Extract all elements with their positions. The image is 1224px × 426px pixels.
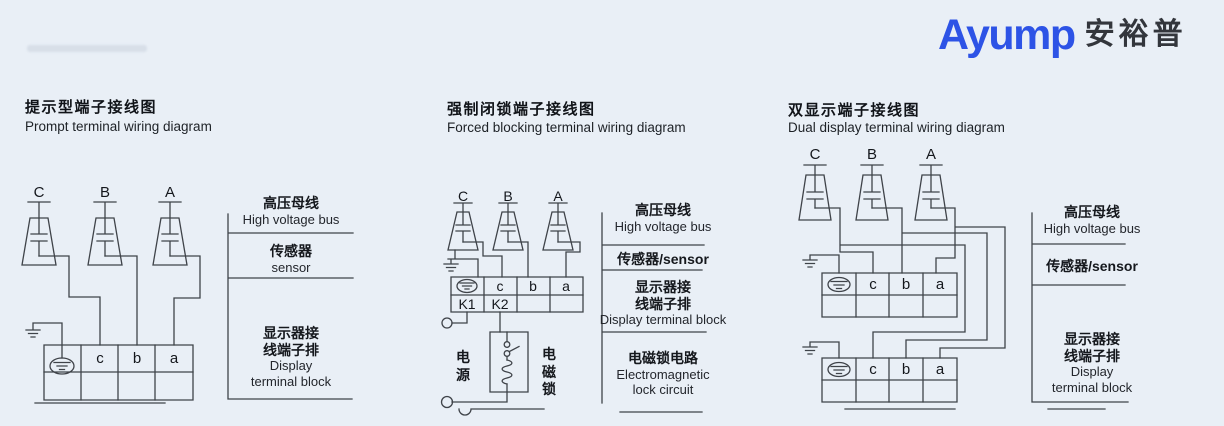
legend-line: High voltage bus bbox=[1043, 220, 1141, 236]
diagram2-lock-circuit bbox=[442, 312, 545, 415]
diagram1-earth-icon bbox=[26, 330, 40, 337]
terminal-label-a: a bbox=[562, 278, 570, 294]
diagram1-wires bbox=[33, 256, 200, 358]
section1-title-en: Prompt terminal wiring diagram bbox=[25, 119, 212, 134]
legend-line: 显示器接 bbox=[1064, 331, 1120, 347]
legend-bus: 高压母线 High voltage bus bbox=[1028, 204, 1156, 236]
legend-line: High voltage bus bbox=[614, 218, 712, 234]
legend-display-block: 显示器接 线端子排 Display terminal block bbox=[590, 279, 736, 328]
diagram2-sensors bbox=[448, 203, 573, 250]
terminal-label-a: a bbox=[935, 276, 945, 293]
diagram3-terminal-block-lower bbox=[822, 358, 957, 409]
legend-line: Display bbox=[269, 358, 313, 373]
legend-line: 传感器/sensor bbox=[617, 251, 709, 267]
legend-lock-circuit: 电磁锁电路 Electromagnetic lock circuit bbox=[590, 350, 736, 398]
diagram2-legend-rule bbox=[602, 213, 706, 412]
terminal-label-c: c bbox=[869, 361, 877, 378]
diagram2-terminal-block bbox=[451, 277, 583, 312]
diagram1-legend-rule bbox=[228, 214, 353, 399]
brand-logo: Ayump 安裕普 bbox=[938, 12, 1187, 58]
power-terminal-icon bbox=[442, 397, 453, 408]
legend-bus: 高压母线 High voltage bus bbox=[228, 195, 354, 227]
legend-line: 传感器 bbox=[270, 243, 312, 259]
diagram2-earth-icon bbox=[444, 264, 458, 271]
electromagnetic-lock-label: 电磁锁 bbox=[542, 346, 556, 397]
legend-line: 高压母线 bbox=[1064, 204, 1120, 220]
terminal-label-b: b bbox=[901, 361, 911, 378]
phase-label-c: C bbox=[809, 146, 821, 163]
terminal-label-k2: K2 bbox=[491, 296, 509, 312]
legend-line: 线端子排 bbox=[263, 341, 319, 358]
legend-line: 线端子排 bbox=[635, 295, 691, 312]
legend-line: 显示器接 bbox=[635, 279, 691, 295]
section2-title-cn: 强制闭锁端子接线图 bbox=[447, 101, 596, 118]
legend-line: High voltage bus bbox=[242, 211, 340, 227]
coil-icon bbox=[502, 360, 512, 384]
legend-line: terminal block bbox=[250, 373, 332, 389]
section1-title-cn: 提示型端子接线图 bbox=[25, 99, 158, 116]
terminal-label-a: a bbox=[935, 361, 945, 378]
legend-sensor: 传感器/sensor bbox=[590, 251, 736, 268]
terminal-label-c: c bbox=[869, 276, 877, 293]
terminal-label-k1: K1 bbox=[458, 296, 476, 312]
legend-line: 高压母线 bbox=[263, 195, 319, 211]
legend-line: 电磁锁电路 bbox=[628, 350, 698, 366]
legend-line: Electromagnetic bbox=[616, 366, 710, 382]
diagram1-terminal-block bbox=[35, 345, 193, 403]
diagram3-earth-icon bbox=[803, 260, 817, 354]
diagram1-sensors bbox=[22, 202, 187, 265]
legend-display-block: 显示器接 线端子排 Display terminal block bbox=[228, 325, 354, 389]
lock-box bbox=[490, 332, 528, 392]
terminal-label-c: c bbox=[96, 350, 104, 367]
power-terminal-icon bbox=[442, 318, 452, 328]
legend-line: 高压母线 bbox=[635, 202, 691, 218]
ground-terminal-icon bbox=[831, 282, 847, 289]
phase-label-b: B bbox=[99, 184, 111, 201]
section3-title-en: Dual display terminal wiring diagram bbox=[788, 120, 1005, 135]
diagram3-legend-rule bbox=[1032, 213, 1128, 409]
legend-line: sensor bbox=[271, 259, 311, 275]
phase-label-a: A bbox=[553, 188, 563, 204]
terminal-label-b: b bbox=[529, 278, 537, 294]
terminal-label-a: a bbox=[169, 350, 179, 367]
phase-label-b: B bbox=[866, 146, 878, 163]
contact-icon bbox=[504, 342, 510, 348]
ground-terminal-icon bbox=[54, 363, 70, 370]
legend-line: Display terminal block bbox=[599, 312, 727, 327]
diagram3-sensors bbox=[799, 165, 947, 220]
legend-bus: 高压母线 High voltage bus bbox=[590, 202, 736, 234]
diagram3-wires bbox=[810, 208, 1005, 358]
legend-line: 线端子排 bbox=[1064, 347, 1120, 364]
legend-line: 显示器接 bbox=[263, 325, 319, 341]
power-source-label: 电源 bbox=[456, 349, 470, 383]
section2-title-en: Forced blocking terminal wiring diagram bbox=[447, 120, 686, 135]
section3-title-cn: 双显示端子接线图 bbox=[788, 102, 921, 119]
terminal-label-b: b bbox=[901, 276, 911, 293]
phase-label-c: C bbox=[33, 184, 45, 201]
terminal-label-b: b bbox=[132, 350, 142, 367]
phase-label-a: A bbox=[925, 146, 937, 163]
phase-label-b: B bbox=[503, 188, 513, 204]
brand-logo-chinese: 安裕普 bbox=[1084, 18, 1187, 51]
legend-sensor: 传感器/sensor bbox=[1028, 258, 1156, 275]
legend-line: 传感器/sensor bbox=[1046, 258, 1138, 274]
diagram3-terminal-block-upper bbox=[822, 273, 957, 317]
legend-line: terminal block bbox=[1051, 379, 1133, 395]
legend-display-block: 显示器接 线端子排 Display terminal block bbox=[1028, 331, 1156, 395]
legend-line: Display bbox=[1070, 364, 1114, 379]
ground-terminal-icon bbox=[460, 283, 474, 289]
phase-label-a: A bbox=[164, 184, 176, 201]
legend-sensor: 传感器 sensor bbox=[228, 243, 354, 275]
faint-print-artifact bbox=[27, 45, 147, 52]
phase-label-c: C bbox=[457, 188, 469, 204]
brand-logo-latin: Ayump bbox=[938, 11, 1076, 59]
legend-line: lock circuit bbox=[632, 382, 694, 397]
terminal-label-c: c bbox=[496, 278, 504, 294]
diagram2-wires bbox=[448, 242, 580, 277]
ground-terminal-icon bbox=[831, 367, 847, 374]
